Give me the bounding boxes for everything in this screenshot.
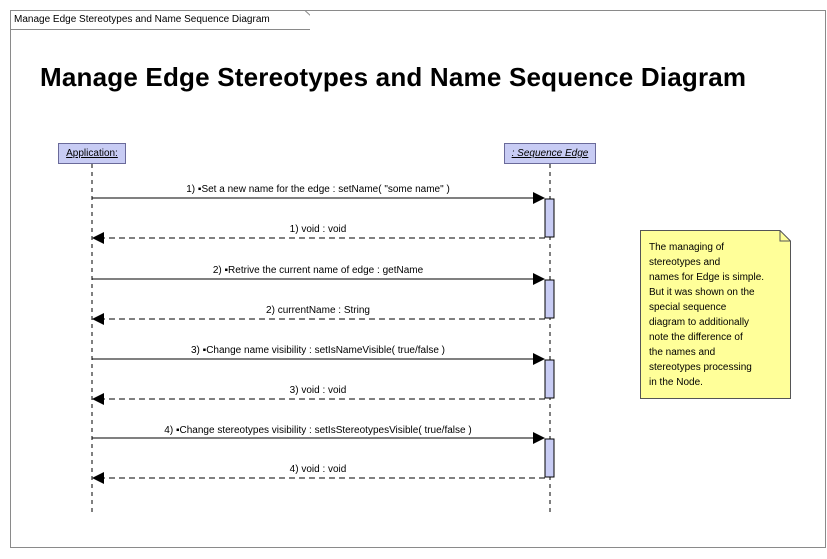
- message-arrowhead: [533, 192, 545, 204]
- activation-bar: [544, 438, 555, 478]
- message-label: 1) ▪Set a new name for the edge : setNam…: [186, 184, 450, 195]
- note-line: special sequence: [649, 302, 727, 313]
- return-label: 2) currentName : String: [266, 305, 370, 316]
- return-arrowhead: [92, 472, 104, 484]
- frame-tab-label: Manage Edge Stereotypes and Name Sequenc…: [14, 14, 270, 25]
- note-line: in the Node.: [649, 377, 703, 388]
- lifeline-sequence-edge-header[interactable]: : Sequence Edge: [504, 143, 596, 164]
- message-label: 3) ▪Change name visibility : setIsNameVi…: [190, 345, 446, 356]
- message-arrowhead: [533, 353, 545, 365]
- note-text: The managing of stereotypes and names fo…: [649, 240, 764, 390]
- note-line: stereotypes and: [649, 257, 721, 268]
- note-line: the names and: [649, 347, 716, 358]
- note-line: stereotypes processing: [649, 362, 752, 373]
- note-shape: [640, 230, 791, 399]
- frame-tab-shape: [10, 10, 310, 30]
- return-label: 4) void : void: [289, 464, 347, 475]
- note-line: names for Edge is simple.: [649, 272, 765, 283]
- activation-bar: [544, 359, 555, 399]
- note[interactable]: The managing of stereotypes and names fo…: [640, 230, 791, 399]
- return-label: 3) void : void: [289, 385, 347, 396]
- note-line: The managing of: [649, 242, 725, 253]
- note-line: But it was shown on the: [649, 287, 755, 298]
- return-arrowhead: [92, 232, 104, 244]
- message-label: 4) ▪Change stereotypes visibility : setI…: [164, 425, 472, 436]
- return-label: 1) void : void: [289, 224, 347, 235]
- activation-bar: [544, 198, 555, 238]
- message-label: 2) ▪Retrive the current name of edge : g…: [212, 265, 424, 276]
- note-line: diagram to additionally: [649, 317, 750, 328]
- message-arrowhead: [533, 273, 545, 285]
- note-line: note the difference of: [649, 332, 743, 343]
- lifeline-application-header[interactable]: Application:: [58, 143, 126, 164]
- activation-bar: [544, 279, 555, 319]
- return-arrowhead: [92, 313, 104, 325]
- message-arrowhead: [533, 432, 545, 444]
- diagram-title: Manage Edge Stereotypes and Name Sequenc…: [40, 62, 747, 92]
- return-arrowhead: [92, 393, 104, 405]
